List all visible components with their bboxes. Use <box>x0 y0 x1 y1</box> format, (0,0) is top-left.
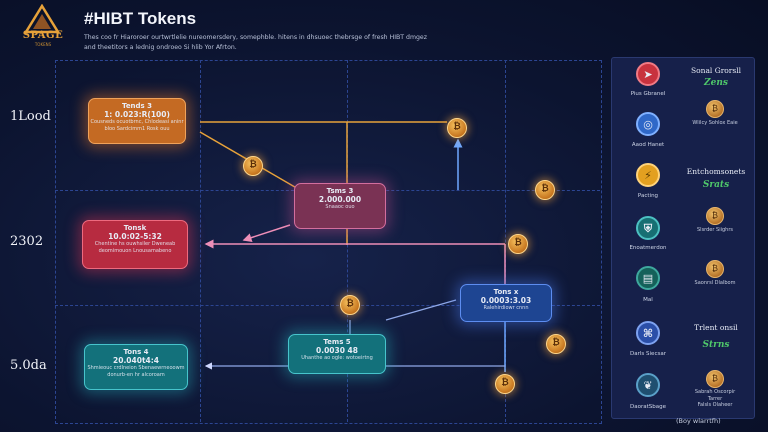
page-title: #HIBT Tokens <box>84 9 197 28</box>
panel-item-label: Pacting <box>637 193 659 199</box>
chart-icon[interactable]: ▤ <box>636 266 660 290</box>
token-node-blue[interactable]: Tons x 0.0003:3.03 Ralehirdiowr cnnn <box>460 284 552 322</box>
panel-section-heading: Sonal Grorsll <box>690 66 742 75</box>
leaf-icon[interactable]: ❦ <box>636 373 660 397</box>
node-title: Tends 3 <box>121 102 153 110</box>
panel-item-label: Aaod Hanet <box>631 142 665 148</box>
coin-icon[interactable]: ₿ <box>706 207 724 225</box>
coin-icon[interactable]: ₿ <box>706 100 724 118</box>
coin-icon[interactable]: ₿ <box>706 370 724 388</box>
node-description: Shmieouc crdlneion Sbenaewrneoowm donurb… <box>87 365 185 378</box>
coin-icon[interactable]: ₿ <box>508 234 528 254</box>
panel-coin-label: Slsrder Siighrs <box>697 227 733 233</box>
node-description: Ralehirdiowr cnnn <box>483 305 529 311</box>
arrow-plum-red <box>242 224 291 242</box>
grid-vline-1 <box>200 60 201 422</box>
node-title: Tons x <box>493 288 519 296</box>
panel-item-label: DaoratSbage <box>630 404 666 410</box>
token-node-teal-mid[interactable]: Tems 5 0.0030 48 Uhanthe ao ogle: wotoei… <box>288 334 386 374</box>
panel-item-label: Mal <box>643 297 653 303</box>
network-icon[interactable]: ⌘ <box>636 321 660 345</box>
panel-section-value: Strns <box>702 340 730 350</box>
node-description: Chentine hs ouwhsiler Dweneab deomimouon… <box>94 241 176 254</box>
coin-icon[interactable]: ₿ <box>535 180 555 200</box>
diagram-grid <box>55 60 602 424</box>
node-title: Tons 4 <box>123 348 149 356</box>
node-value: 0.0003:3.03 <box>480 295 532 305</box>
row-label-3: 5.0da <box>10 358 47 373</box>
node-description: Uhanthe ao ogle: wotoeirtng <box>301 355 373 361</box>
rocket-icon[interactable]: ➤ <box>636 62 660 86</box>
coin-icon[interactable]: ₿ <box>447 118 467 138</box>
image-caption: (Boy wlarrtfh) <box>676 417 721 425</box>
node-title: Tems 5 <box>323 338 351 346</box>
node-value: 1: 0.023:R(100) <box>104 109 170 119</box>
line-teal-blue <box>385 299 457 321</box>
logo-icon <box>23 4 61 34</box>
panel-item-label: Darls Siecsar <box>630 351 666 357</box>
node-value: 10.0:02-5:32 <box>108 231 162 241</box>
legend-panel <box>611 57 755 419</box>
logo-subtext: TOKENS <box>34 42 52 47</box>
grid-hline-2 <box>55 305 600 306</box>
panel-section-value: Srats <box>702 180 730 190</box>
grid-vline-3 <box>505 60 506 422</box>
coin-icon[interactable]: ₿ <box>340 295 360 315</box>
coin-icon[interactable]: ₿ <box>495 374 515 394</box>
logo-text: SPAGE <box>22 30 64 41</box>
node-description: Cousneds ocuotbrnc, Chlodeasi aninr bloo… <box>90 119 184 132</box>
node-title: Tonsk <box>123 224 147 232</box>
node-title: Tsms 3 <box>326 187 354 195</box>
node-value: 2.000.000 <box>318 194 362 204</box>
subtitle-line-2: and theetitors a lednig ondroeo Si hlib … <box>84 44 237 51</box>
row-label-2: 2302 <box>10 234 44 249</box>
coin-icon[interactable]: ₿ <box>546 334 566 354</box>
row-label-1: 1Lood <box>10 109 51 124</box>
node-value: 0.0030 48 <box>316 345 358 355</box>
panel-section-heading: Trlent onsil <box>694 323 738 332</box>
token-node-teal-left[interactable]: Tons 4 20.040t4:4 Shmieouc crdlneion Sbe… <box>84 344 188 390</box>
panel-section-value: Zens <box>704 78 728 88</box>
panel-item-label: Enoatmerdon <box>629 245 667 251</box>
panel-coin-label: Sabrah Oscorpir Tarrer <box>694 389 736 402</box>
panel-section-heading: Entchomsonets <box>686 167 746 176</box>
shield-icon[interactable]: ⛨ <box>636 216 660 240</box>
coin-icon[interactable]: ₿ <box>243 156 263 176</box>
token-node-red[interactable]: Tonsk 10.0:02-5:32 Chentine hs ouwhsiler… <box>82 220 188 269</box>
panel-coin-label: Wlilcy Sohlox Eaie <box>692 120 738 126</box>
node-value: 20.040t4:4 <box>113 355 159 365</box>
node-description: Snaaoc ouo <box>325 204 355 210</box>
panel-coin-label: Falsls Olaheer <box>697 402 733 408</box>
coin-icon[interactable]: ₿ <box>706 260 724 278</box>
token-node-plum[interactable]: Tsms 3 2.000.000 Snaaoc ouo <box>294 183 386 229</box>
panel-coin-label: Saonrsl Dlalbom <box>694 280 736 286</box>
globe-icon[interactable]: ◎ <box>636 112 660 136</box>
token-node-orange[interactable]: Tends 3 1: 0.023:R(100) Cousneds ocuotbr… <box>88 98 186 144</box>
subtitle-line-1: Thes coo fr Hiaroroer ourtwrtlelie nureo… <box>84 34 427 41</box>
bolt-icon[interactable]: ⚡ <box>636 163 660 187</box>
panel-item-label: Pius Gbranel <box>630 91 666 97</box>
page-subtitle: Thes coo fr Hiaroroer ourtwrtlelie nureo… <box>84 33 464 53</box>
